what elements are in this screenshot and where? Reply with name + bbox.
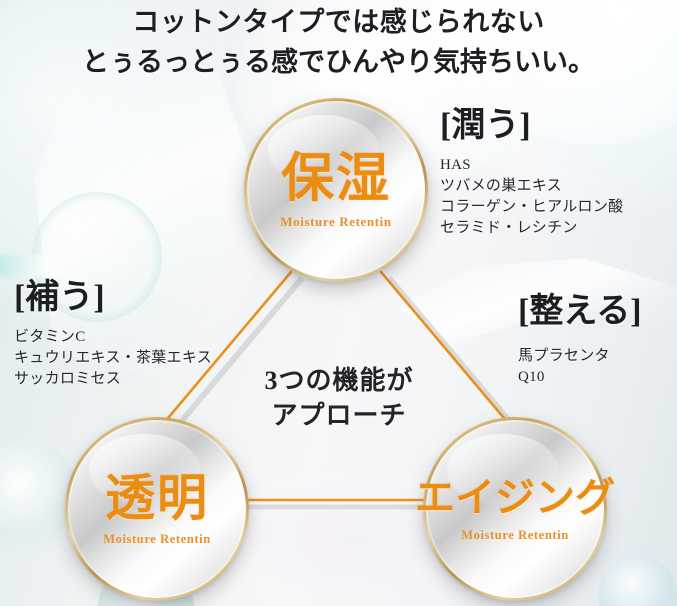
node-left-title: 透明 — [105, 470, 209, 526]
group-uruou-list: HAS ツバメの巣エキス コラーゲン・ヒアルロン酸 セラミド・レシチン — [440, 155, 623, 239]
list-item: ビタミンC — [14, 329, 86, 345]
node-aging[interactable]: エイジング Moisture Retentin — [415, 418, 615, 600]
list-item: コラーゲン・ヒアルロン酸 — [440, 199, 624, 215]
group-oginau: [補う] ビタミンC キュウリエキス・茶葉エキス サッカロミセス — [14, 278, 212, 390]
node-transparency[interactable]: 透明 Moisture Retentin — [66, 418, 248, 600]
center-label: 3つの機能が アプローチ — [208, 363, 470, 433]
group-totonoeru-list: 馬プラセンタ Q10 — [518, 346, 642, 388]
list-item: セラミド・レシチン — [440, 220, 578, 236]
node-right-title: エイジング — [415, 475, 615, 520]
center-label-line-1: 3つの機能が — [264, 366, 414, 395]
list-item: サッカロミセス — [14, 371, 122, 387]
list-item: Q10 — [518, 369, 545, 385]
list-item: HAS — [440, 157, 471, 173]
node-top-title: 保湿 — [281, 149, 391, 208]
list-item: ツバメの巣エキス — [440, 178, 562, 194]
node-right-subtitle: Moisture Retentin — [461, 528, 569, 542]
headline-line-1: コットンタイプでは感じられない — [132, 7, 545, 37]
headline-line-2: とぅるっとぅる感でひんやり気持ちいい。 — [82, 47, 595, 77]
center-label-line-2: アプローチ — [271, 401, 407, 430]
group-oginau-title: [補う] — [14, 279, 105, 316]
group-totonoeru-title: [整える] — [518, 293, 642, 330]
group-uruou: [潤う] HAS ツバメの巣エキス コラーゲン・ヒアルロン酸 セラミド・レシチン — [440, 106, 623, 239]
headline: コットンタイプでは感じられない とぅるっとぅる感でひんやり気持ちいい。 — [0, 2, 677, 82]
list-item: 馬プラセンタ — [518, 348, 610, 364]
group-oginau-list: ビタミンC キュウリエキス・茶葉エキス サッカロミセス — [14, 327, 212, 390]
group-totonoeru: [整える] 馬プラセンタ Q10 — [518, 292, 642, 388]
list-item: キュウリエキス・茶葉エキス — [14, 350, 213, 366]
node-moisture-retention[interactable]: 保湿 Moisture Retentin — [245, 99, 427, 281]
node-left-subtitle: Moisture Retentin — [103, 532, 211, 546]
node-top-subtitle: Moisture Retentin — [280, 213, 392, 229]
group-uruou-title: [潤う] — [440, 107, 531, 144]
